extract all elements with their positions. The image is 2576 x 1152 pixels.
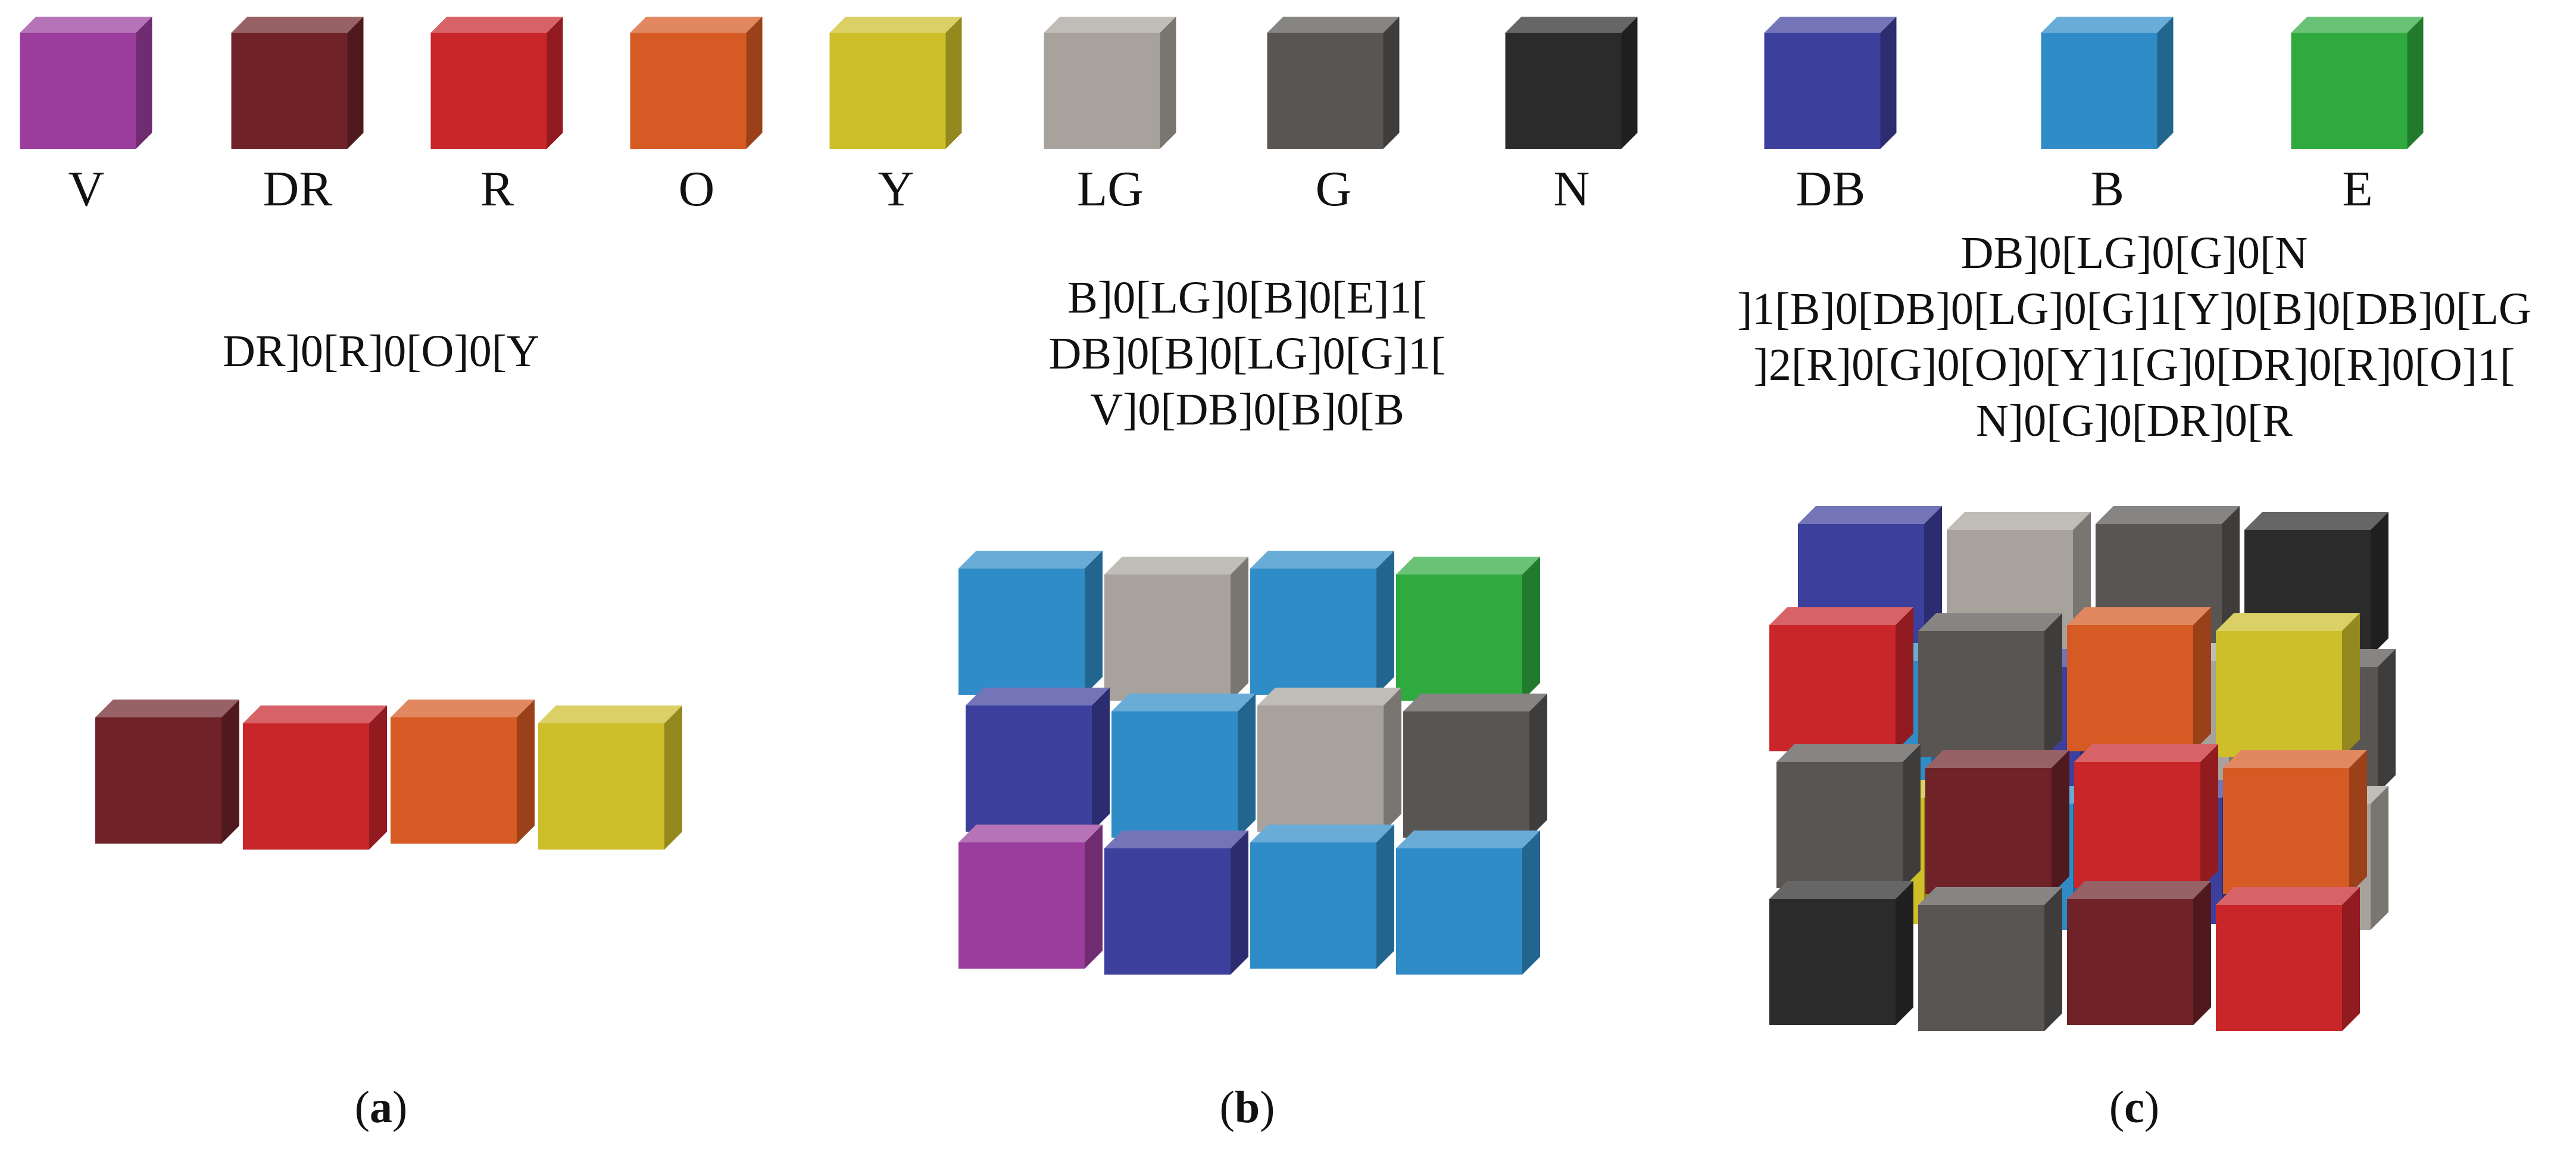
legend-cube-y — [829, 17, 962, 149]
legend-code-e: E — [2342, 161, 2372, 217]
panel-c-cube-g — [1776, 744, 1921, 888]
panel-c-cube-o — [2067, 607, 2211, 751]
panel-b-cube-g — [1403, 694, 1547, 838]
legend-cube-r — [430, 17, 563, 149]
legend-cube-o — [630, 17, 763, 149]
panel-c-cube-g — [1918, 613, 2062, 757]
panel-c: DB]0[LG]0[G]0[N ]1[B]0[DB]0[LG]0[G]1[Y]0[… — [1737, 228, 2531, 1132]
color-legend: V DR R O Y LG G N DB B E — [20, 17, 2424, 217]
panel-b-cube-b — [1250, 825, 1394, 969]
legend-code-v: V — [68, 161, 105, 217]
panel-a-label: (a) — [355, 1082, 408, 1132]
panel-c-cube-n — [1769, 881, 1913, 1025]
panel-c-cube-o — [2223, 750, 2367, 894]
panel-b-cube-b — [958, 551, 1103, 695]
legend-code-dr: DR — [263, 161, 333, 217]
panel-label-part: a — [370, 1082, 392, 1132]
panel-c-code-line: DB]0[LG]0[G]0[N — [1961, 228, 2308, 278]
panel-label-part: c — [2124, 1082, 2144, 1132]
panel-c-code-line: ]2[R]0[G]0[O]0[Y]1[G]0[DR]0[R]0[O]1[ — [1754, 340, 2515, 390]
legend-cube-b — [2041, 17, 2174, 149]
panel-b-cube-e — [1396, 557, 1540, 701]
legend-cube-lg — [1044, 17, 1176, 149]
panel-c-cube-dr — [2067, 881, 2211, 1025]
legend-cube-v — [20, 17, 152, 149]
panel-label-part: ) — [1260, 1082, 1275, 1132]
panel-b-code-line: V]0[DB]0[B]0[B — [1090, 385, 1404, 435]
legend-cube-n — [1505, 17, 1638, 149]
panel-b-code-line: DB]0[B]0[LG]0[G]1[ — [1049, 329, 1446, 379]
panel-label-part: ) — [2144, 1082, 2159, 1132]
legend-code-lg: LG — [1077, 161, 1144, 217]
panel-b-cube-db — [1104, 831, 1248, 975]
panel-b-cube-b — [1396, 831, 1540, 975]
legend-code-g: G — [1316, 161, 1352, 217]
panel-c-cube-r — [1769, 607, 1913, 751]
panel-label-part: ( — [1220, 1082, 1235, 1132]
panel-c-cube-r — [2216, 887, 2360, 1031]
panel-c-cube-y — [2216, 613, 2360, 757]
panel-c-cube-g — [1918, 887, 2062, 1031]
panel-a-cube-r — [243, 705, 387, 850]
panel-c-label: (c) — [2109, 1082, 2159, 1132]
panel-c-code-line: N]0[G]0[DR]0[R — [1976, 396, 2293, 446]
legend-cube-e — [2291, 17, 2424, 149]
panel-b-cube-lg — [1104, 557, 1248, 701]
legend-code-b: B — [2091, 161, 2124, 217]
panel-a-code-line: DR]0[R]0[O]0[Y — [223, 326, 539, 376]
panel-a-cube-y — [538, 705, 682, 850]
panel-label-part: ( — [355, 1082, 370, 1132]
panel-a: DR]0[R]0[O]0[Y (a) — [95, 326, 682, 1132]
panel-b: B]0[LG]0[B]0[E]1[ DB]0[B]0[LG]0[G]1[ V]0[D… — [958, 273, 1547, 1132]
legend-code-db: DB — [1796, 161, 1866, 217]
legend-cube-dr — [231, 17, 364, 149]
panel-label-part: ) — [392, 1082, 407, 1132]
legend-code-o: O — [679, 161, 715, 217]
panel-b-cube-v — [958, 825, 1103, 969]
panel-b-cube-db — [966, 688, 1110, 832]
panel-b-code-line: B]0[LG]0[B]0[E]1[ — [1067, 273, 1427, 323]
panel-a-cube-o — [391, 700, 535, 844]
legend-code-r: R — [480, 161, 514, 217]
panel-label-part: ( — [2109, 1082, 2124, 1132]
panel-b-cube-lg — [1257, 688, 1401, 832]
legend-code-y: Y — [878, 161, 914, 217]
legend-cube-db — [1764, 17, 1897, 149]
panel-label-part: b — [1235, 1082, 1260, 1132]
legend-code-n: N — [1554, 161, 1590, 217]
panel-b-cube-b — [1111, 694, 1256, 838]
panel-b-cube-b — [1250, 551, 1394, 695]
panel-a-cube-dr — [95, 700, 239, 844]
panel-c-code-line: ]1[B]0[DB]0[LG]0[G]1[Y]0[B]0[DB]0[LG — [1737, 284, 2531, 334]
panel-c-cube-r — [2074, 744, 2218, 888]
panel-b-label: (b) — [1220, 1082, 1275, 1132]
legend-cube-g — [1267, 17, 1400, 149]
panel-c-cube-dr — [1925, 750, 2069, 894]
